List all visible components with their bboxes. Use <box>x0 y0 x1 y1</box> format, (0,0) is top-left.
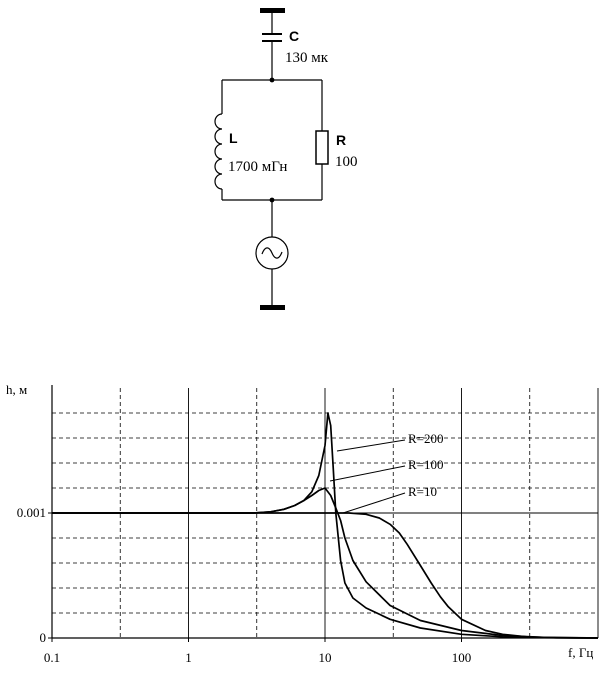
bottom-terminal <box>260 305 285 310</box>
inductor-letter: L <box>229 130 238 146</box>
top-terminal <box>260 8 285 13</box>
inductor-value: 1700 мГн <box>228 159 287 175</box>
chart-series <box>52 412 599 639</box>
capacitor-letter: C <box>289 28 299 44</box>
resistor-value: 100 <box>335 154 358 170</box>
x-tick-label: 1 <box>185 650 192 665</box>
series-label: R=10 <box>408 484 437 499</box>
inductor-symbol <box>214 113 223 190</box>
series-label: R=200 <box>408 431 444 446</box>
series-line-R-10 <box>52 512 599 639</box>
capacitor-value: 130 мк <box>285 50 329 66</box>
x-tick-label: 0.1 <box>44 650 60 665</box>
circuit-diagram: C 130 мк L 1700 мГн R 100 <box>214 8 358 310</box>
series-leader-line <box>342 492 406 514</box>
series-line-R-100 <box>52 487 599 639</box>
x-tick-label: 100 <box>452 650 472 665</box>
y-tick-label: 0.001 <box>17 505 46 520</box>
series-leader-line <box>336 439 406 452</box>
y-axis-label: h, м <box>6 382 27 397</box>
chart-axes <box>48 385 598 642</box>
resistor-letter: R <box>336 132 346 148</box>
series-label: R=100 <box>408 457 444 472</box>
x-tick-label: 10 <box>319 650 332 665</box>
x-axis-label: f, Гц <box>568 645 593 660</box>
series-leader-line <box>329 465 406 482</box>
y-tick-label: 0 <box>40 630 47 645</box>
